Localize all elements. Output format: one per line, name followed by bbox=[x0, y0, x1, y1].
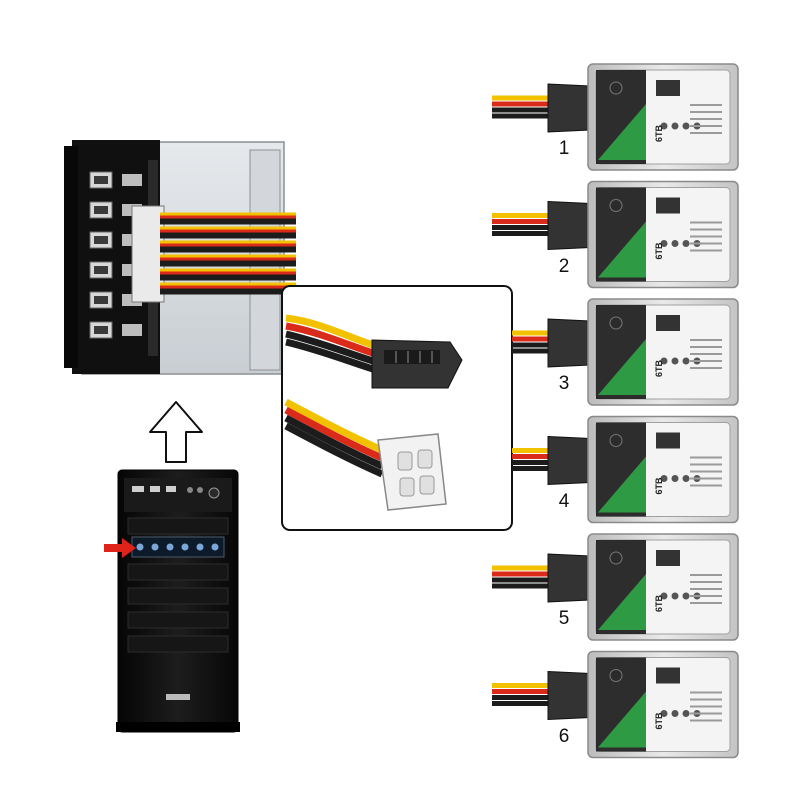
case-switch-knob bbox=[151, 543, 159, 551]
drive-number-label: 5 bbox=[558, 608, 570, 629]
drive-number-label: 6 bbox=[558, 725, 570, 747]
drive-number-label: 2 bbox=[558, 255, 570, 277]
sata-plug bbox=[547, 83, 591, 133]
drive-number-label: 4 bbox=[558, 490, 570, 512]
case-switch-knob bbox=[181, 543, 189, 551]
red-pointer-arrow-icon bbox=[104, 538, 136, 558]
qr-code-icon bbox=[656, 197, 680, 214]
case-switch-knob bbox=[196, 543, 204, 551]
molex-4pin-connector bbox=[284, 398, 447, 511]
case-switch-panel bbox=[131, 536, 225, 558]
sata-plug bbox=[547, 553, 591, 603]
hard-drive: 6TB bbox=[492, 533, 739, 641]
drive-number-label: 3 bbox=[558, 373, 570, 394]
drive-number-label: 1 bbox=[558, 138, 570, 159]
hard-drive: 6TB bbox=[492, 650, 739, 759]
hard-drive: 6TB bbox=[512, 298, 739, 406]
hard-drive: 6TB bbox=[492, 63, 739, 171]
pc-tower bbox=[116, 469, 240, 733]
bay-power-wires bbox=[160, 212, 296, 295]
connector-detail-inset bbox=[281, 285, 513, 531]
sata-plug bbox=[547, 670, 591, 721]
hard-drive-stack: 6TB 6TB 6TB 6TB 6TB 6TB bbox=[492, 63, 739, 759]
drive-capacity-label: 6TB bbox=[654, 124, 664, 142]
hard-drive: 6TB bbox=[512, 415, 739, 524]
qr-code-icon bbox=[656, 80, 680, 96]
drive-capacity-label: 6TB bbox=[654, 477, 664, 495]
case-switch-knob bbox=[166, 543, 174, 551]
sata-power-connector bbox=[285, 314, 463, 389]
qr-code-icon bbox=[656, 550, 680, 566]
case-switch-knob bbox=[211, 543, 219, 551]
bay-connector-block bbox=[131, 205, 165, 303]
case-switch-knob bbox=[136, 543, 144, 551]
qr-code-icon bbox=[656, 315, 680, 331]
qr-code-icon bbox=[656, 432, 680, 449]
drive-capacity-label: 6TB bbox=[654, 242, 664, 260]
case-logo bbox=[166, 694, 190, 700]
case-bay-slots bbox=[127, 517, 229, 653]
drive-capacity-label: 6TB bbox=[654, 712, 664, 730]
qr-code-icon bbox=[656, 667, 680, 684]
bay-power-switches bbox=[89, 171, 142, 339]
sata-plug bbox=[547, 200, 591, 251]
drive-capacity-label: 6TB bbox=[654, 359, 664, 377]
arrow-up-icon bbox=[149, 401, 203, 463]
sata-plug bbox=[547, 435, 591, 486]
drive-capacity-label: 6TB bbox=[654, 594, 664, 612]
hard-drive: 6TB bbox=[492, 180, 739, 289]
sata-plug bbox=[547, 318, 591, 368]
